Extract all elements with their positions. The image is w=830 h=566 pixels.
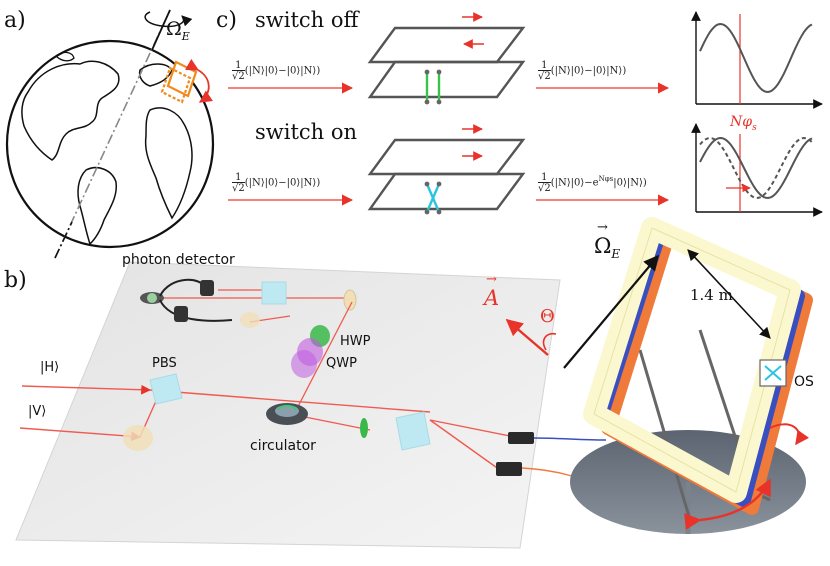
h-state-label: |H⟩ — [40, 360, 60, 375]
detector-2 — [174, 306, 188, 322]
photon-detector-label: photon detector — [122, 252, 235, 268]
omega-e-label: ΩE — [166, 18, 190, 43]
continent-north-america — [21, 60, 120, 161]
plot-off — [691, 11, 823, 109]
fiber-blue — [533, 437, 607, 441]
rotation-axis — [54, 9, 171, 259]
size-arrow — [687, 249, 771, 339]
eq-in-off: 1√2(|N⟩|0⟩−|0⟩|N⟩) — [232, 60, 321, 82]
v-state-label: |V⟩ — [28, 404, 47, 419]
mirror-top-right — [343, 289, 357, 311]
area-vector-label: →A — [484, 272, 500, 310]
qwp-plate-2 — [291, 350, 317, 378]
panel-b-label: b) — [4, 268, 27, 293]
qwp-label: QWP — [326, 356, 357, 371]
os-switch — [759, 359, 787, 387]
pbs-cube-right — [395, 411, 431, 451]
lens-top — [240, 312, 260, 328]
continent-africa — [144, 107, 193, 220]
loop-off — [367, 12, 526, 105]
continent-greenland — [55, 51, 75, 62]
earth-interferometer — [160, 58, 213, 104]
detector-1 — [200, 280, 214, 296]
hwp-label: HWP — [340, 334, 371, 349]
omega-vector-arrow — [563, 254, 659, 369]
photon-detector-assembly — [140, 278, 357, 328]
theta-label: Θ — [540, 306, 555, 327]
panel-a-label: a) — [4, 8, 26, 33]
panel-c-label: c) — [216, 8, 237, 33]
beam-h-input — [21, 384, 151, 395]
switch-on-label: switch on — [255, 120, 358, 144]
pbs-label: PBS — [152, 356, 177, 371]
rotation-arrow-right — [769, 423, 810, 446]
panel-a-earth — [5, 9, 215, 259]
pbs-cube — [149, 373, 183, 405]
omega-vector-label: →ΩE — [594, 220, 621, 262]
pbs-cube-top — [261, 281, 287, 305]
beam-v-input — [19, 427, 141, 442]
rotation-axis-bottom — [54, 221, 73, 259]
panel-c — [228, 11, 823, 217]
mirror-bottom-left — [123, 425, 153, 451]
phase-shift-label: Nφs — [730, 114, 757, 133]
loop-on — [367, 124, 526, 215]
os-label: OS — [794, 374, 814, 390]
fiber-coupler-1 — [508, 432, 534, 444]
waveplate-bottom — [360, 418, 368, 438]
panel-b — [15, 217, 813, 549]
eq-in-on: 1√2(|N⟩|0⟩−|0⟩|N⟩) — [232, 172, 321, 194]
rotation-arrow-base — [684, 478, 772, 530]
switch-off-label: switch off — [255, 8, 359, 32]
theta-arc — [542, 332, 557, 351]
continent-south-america — [77, 166, 118, 246]
eq-out-off: 1√2(|N⟩|0⟩−|0⟩|N⟩) — [538, 60, 627, 82]
area-vector-arrow — [505, 318, 549, 356]
rotation-arrow — [144, 11, 193, 28]
circulator-label: circulator — [250, 438, 316, 454]
size-label: 1.4 m — [690, 286, 733, 304]
eq-out-on: 1√2(|N⟩|0⟩−eNφs|0⟩|N⟩) — [538, 172, 647, 194]
plot-on — [691, 123, 823, 217]
rotation-axis-top — [151, 9, 171, 51]
fiber-coupler-2 — [496, 462, 522, 476]
cyan-cross-b — [425, 183, 441, 213]
continent-europe — [138, 63, 173, 87]
